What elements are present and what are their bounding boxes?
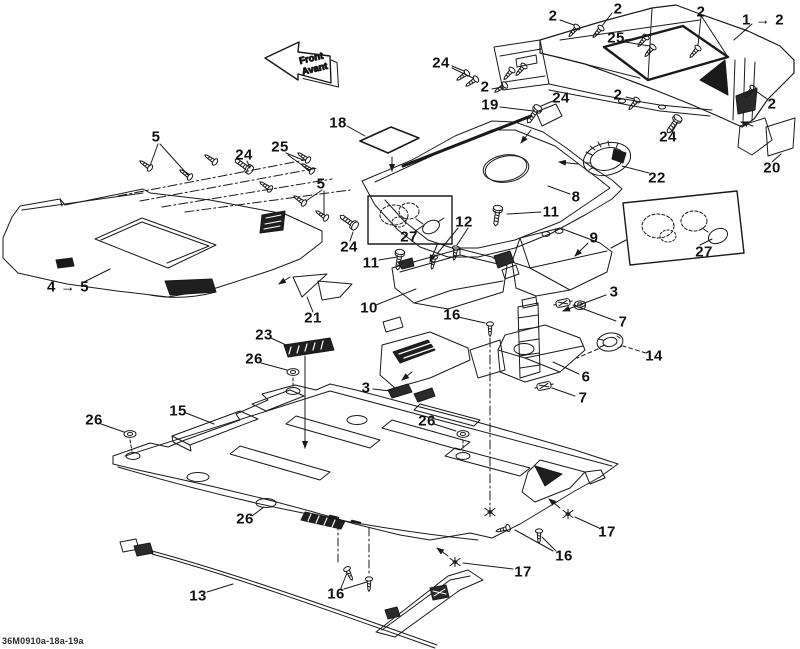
part-15-pan [112,383,619,541]
part-10-panel [391,248,508,310]
front-direction-arrow: Front Avant [264,41,339,88]
part-9-bracket [511,227,613,297]
part-23-grille [270,337,335,449]
part-8-console [361,120,623,258]
floor-pan-assembly [100,337,619,541]
lower-fasteners [337,459,606,592]
bracket-assembly [278,204,613,313]
console-panel-assembly [346,103,650,258]
trim-and-cable [119,538,484,649]
center-support-assembly [372,294,647,518]
part-19-strip [535,103,563,127]
bulb-detail-box-left [367,195,453,263]
document-code: 36M0910a-18a-19a [2,636,84,646]
part-4-panel [2,188,323,298]
console-frame-assembly [451,4,796,163]
part-22-cap [558,140,650,177]
part-strut [517,302,541,379]
part-13-cable [119,538,438,649]
left-panel-assembly [2,143,361,298]
part-18-pad [359,126,420,154]
bulb-detail-box-right [610,190,745,266]
part-20-panel [765,117,796,157]
part-14-plug [576,332,647,359]
part-21-wedge [292,273,328,298]
part-trim [375,569,484,638]
